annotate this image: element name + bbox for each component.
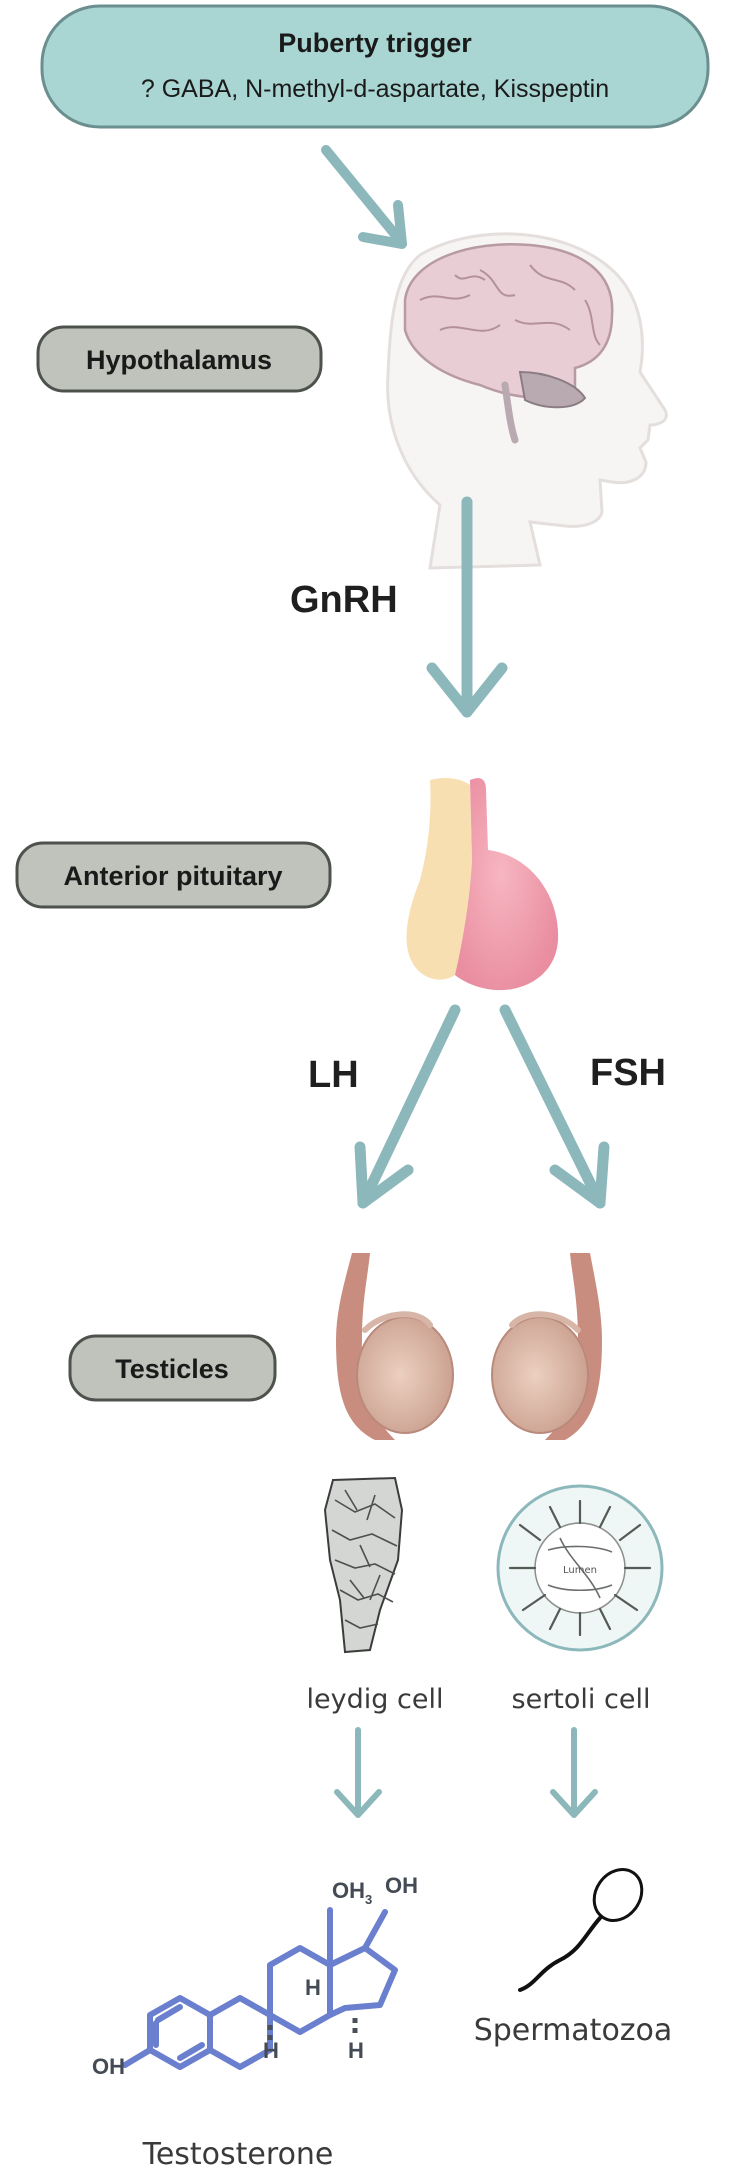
testicles-label: Testicles (68, 1334, 277, 1402)
hypothalamus-label: Hypothalamus (36, 325, 323, 393)
arrow-fsh (499, 1004, 606, 1209)
trigger-title: Puberty trigger (278, 28, 472, 58)
testicles-text: Testicles (115, 1354, 229, 1384)
testis-right-illustration (491, 1253, 602, 1440)
arrow-trigger-to-brain (321, 145, 403, 243)
puberty-trigger-box: Puberty trigger ? GABA, N-methyl-d-aspar… (40, 4, 710, 129)
h-left-label: H (263, 2038, 279, 2063)
lh-label: LH (308, 1054, 359, 1096)
anterior-lobe-shape (455, 778, 559, 991)
sertoli-cell-illustration: Lumen (496, 1484, 664, 1652)
leydig-cell-illustration (323, 1476, 404, 1654)
oh-top-label: OH (385, 1873, 418, 1898)
testis-right-body (491, 1316, 589, 1434)
pituitary-illustration (406, 777, 559, 991)
leydig-cell-body (323, 1476, 404, 1654)
spermatozoa-icon (518, 1868, 644, 1992)
oh-left-label: OH (92, 2054, 125, 2079)
arrow-gnrh-head (426, 662, 508, 718)
spermatozoa-label: Spermatozoa (474, 2013, 673, 2048)
h-center-label: H (305, 1975, 321, 2000)
h-right-label: H (348, 2038, 364, 2063)
leydig-cell-texture (331, 1489, 398, 1629)
lumen-label: Lumen (563, 1565, 597, 1576)
trigger-subtitle: ? GABA, N-methyl-d-aspartate, Kisspeptin (141, 75, 609, 103)
head-brain-illustration (386, 232, 668, 570)
arrow-lh (357, 1004, 461, 1209)
anterior-pituitary-label: Anterior pituitary (15, 841, 332, 909)
testosterone-label: Testosterone (142, 2137, 334, 2172)
testis-left-body (356, 1316, 454, 1434)
gnrh-label: GnRH (290, 579, 398, 621)
sertoli-spokes (508, 1499, 652, 1637)
cerebellum-icon (518, 370, 587, 409)
sertoli-cell-label: sertoli cell (512, 1684, 651, 1715)
anterior-pituitary-text: Anterior pituitary (63, 861, 282, 891)
arrow-trigger-head (358, 200, 407, 249)
testis-left-illustration (336, 1253, 454, 1440)
trigger-box-shape (40, 4, 710, 129)
brain-icon (403, 243, 614, 399)
arrow-fsh-head (549, 1141, 610, 1209)
leydig-cell-label: leydig cell (307, 1684, 444, 1715)
posterior-lobe-shape (406, 777, 472, 980)
arrow-lh-head (354, 1141, 414, 1209)
brain-folds (419, 264, 601, 346)
testosterone-structure-icon (122, 1907, 398, 2070)
hypothalamus-text: Hypothalamus (86, 345, 272, 375)
brainstem-icon (501, 381, 519, 444)
fsh-label: FSH (590, 1052, 666, 1094)
testosterone-hydrogen-dashes (267, 2018, 358, 2040)
oh3-label: OH3 (332, 1878, 372, 1907)
